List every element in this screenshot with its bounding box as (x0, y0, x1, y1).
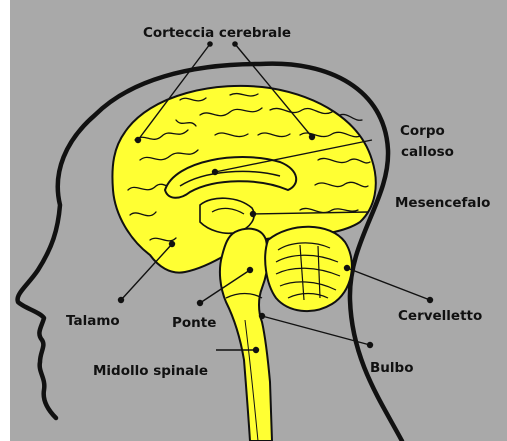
pons-dot-inner (247, 267, 253, 273)
cerebellum-dot-inner (344, 265, 350, 271)
spinal-cord-dot (253, 347, 259, 353)
label-cortex: Corteccia cerebrale (143, 25, 291, 41)
label-pons: Ponte (172, 315, 216, 331)
cortex-dot-right (232, 41, 238, 47)
corpus-callosum-dot (212, 169, 218, 175)
label-midbrain: Mesencefalo (395, 195, 490, 211)
cortex-end-right (309, 134, 315, 140)
label-thalamus: Talamo (66, 313, 120, 329)
label-corpus-callosum-line1: Corpo (400, 123, 445, 139)
cerebellum-dot-outer (427, 297, 433, 303)
medulla-dot-outer (367, 342, 373, 348)
label-cerebellum: Cervelletto (398, 308, 482, 324)
label-medulla: Bulbo (370, 360, 413, 376)
midbrain-dot (250, 211, 256, 217)
label-spinal-cord: Midollo spinale (93, 363, 208, 379)
cortex-dot-left (207, 41, 213, 47)
pons-dot-outer (197, 300, 203, 306)
thalamus-dot-inner (169, 241, 175, 247)
cortex-end-left (135, 137, 141, 143)
medulla-dot-inner (259, 313, 265, 319)
left-edge-strip (0, 0, 10, 441)
label-corpus-callosum-line2: calloso (401, 144, 454, 160)
thalamus-dot-outer (118, 297, 124, 303)
